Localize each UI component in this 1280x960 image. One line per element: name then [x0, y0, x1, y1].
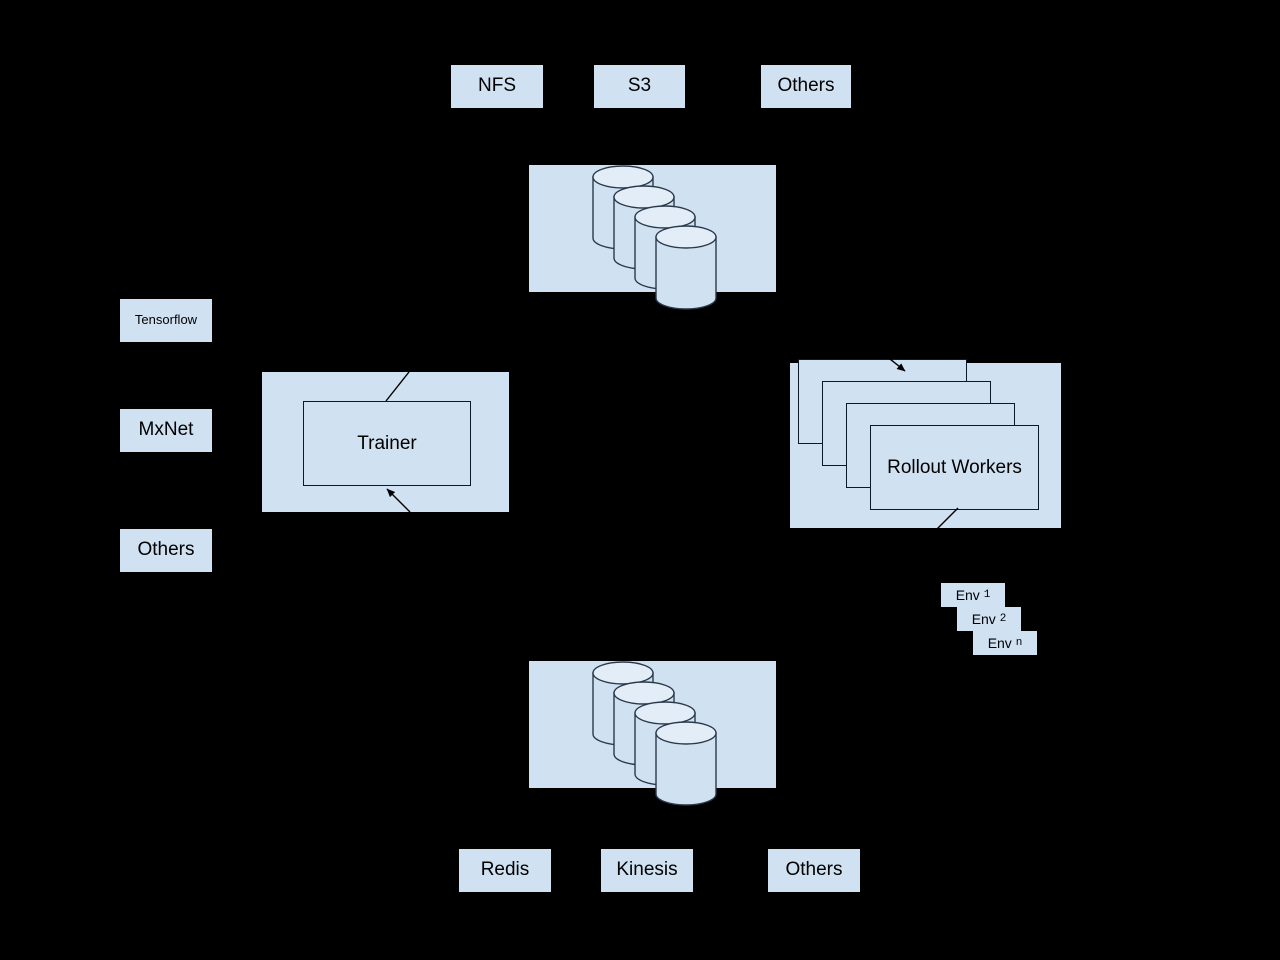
storage-backend-nfs[interactable]: NFS	[451, 65, 543, 108]
stream-backend-kinesis[interactable]: Kinesis	[601, 849, 693, 892]
stream-backend-redis[interactable]: Redis	[459, 849, 551, 892]
storage-backend-others[interactable]: Others	[761, 65, 851, 108]
environment-prefix: Env	[955, 587, 980, 603]
framework-others[interactable]: Others	[120, 529, 212, 572]
environment-index: 1	[983, 589, 991, 601]
storage-backend-s3[interactable]: S3	[594, 65, 685, 108]
framework-tensorflow[interactable]: Tensorflow	[120, 299, 212, 342]
environment-prefix: Env	[971, 611, 996, 627]
environment-item[interactable]: Env 2	[957, 607, 1021, 631]
trainer-box[interactable]: Trainer	[303, 401, 471, 486]
environment-item[interactable]: Env n	[973, 631, 1037, 655]
environment-index: n	[1015, 637, 1023, 649]
model-store-panel[interactable]	[529, 165, 776, 292]
rollout-workers-box[interactable]: Rollout Workers	[870, 425, 1039, 510]
framework-mxnet[interactable]: MxNet	[120, 409, 212, 452]
environment-index: 2	[999, 613, 1007, 625]
environment-item[interactable]: Env 1	[941, 583, 1005, 607]
environment-prefix: Env	[987, 635, 1012, 651]
stream-backend-others[interactable]: Others	[768, 849, 860, 892]
replay-buffer-store-panel[interactable]	[529, 661, 776, 788]
